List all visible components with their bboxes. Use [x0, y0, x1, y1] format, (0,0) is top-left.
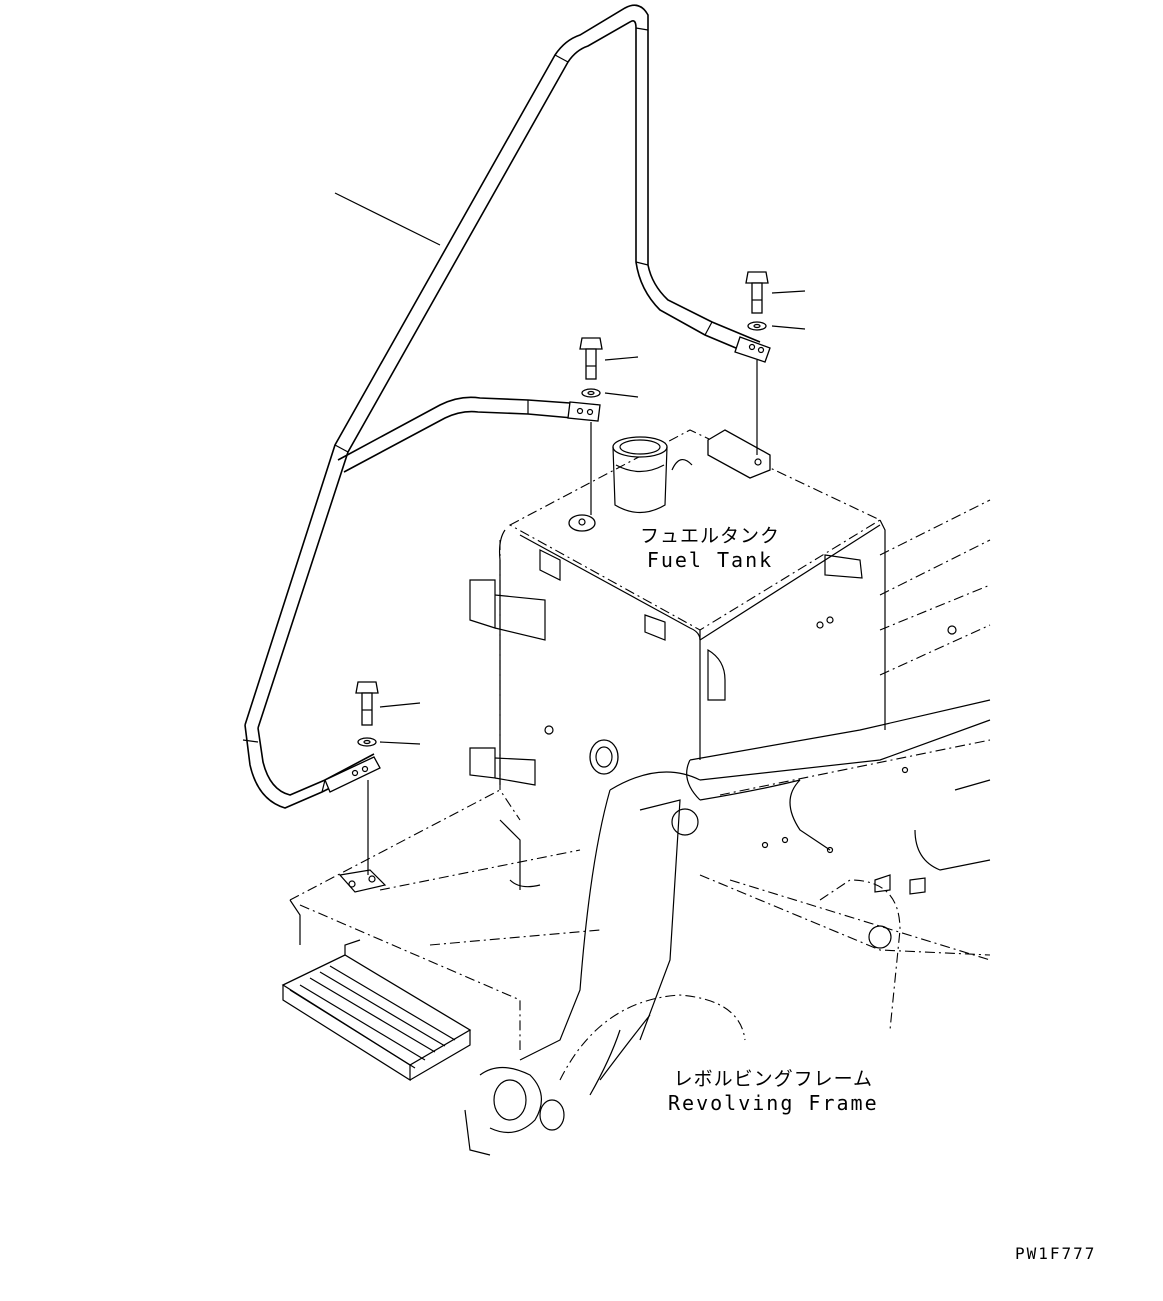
handrail-leader — [334, 192, 441, 246]
washer-upper-middle — [581, 388, 639, 398]
step-frame — [281, 789, 601, 1082]
bolt-upper-middle — [579, 337, 639, 380]
fuel-tank — [469, 429, 957, 821]
fuel-tank-label-jp: フュエルタンク — [640, 525, 781, 547]
revolving-frame-label-en: Revolving Frame — [668, 1091, 879, 1115]
bolt-lower-left — [355, 681, 421, 726]
revolving-frame-label: レボルビングフレーム Revolving Frame — [668, 1067, 879, 1115]
fuel-tank-label: フュエルタンク Fuel Tank — [640, 524, 780, 572]
washer-lower-left — [357, 737, 421, 747]
fuel-tank-label-en: Fuel Tank — [646, 548, 774, 572]
washer-upper-right — [747, 321, 806, 331]
revolving-frame — [464, 499, 991, 1156]
bolt-upper-right — [745, 271, 806, 314]
drawing-code: PW1F777 — [1015, 1244, 1097, 1263]
handrail — [242, 4, 771, 809]
revolving-frame-label-jp: レボルビングフレーム — [673, 1068, 874, 1090]
